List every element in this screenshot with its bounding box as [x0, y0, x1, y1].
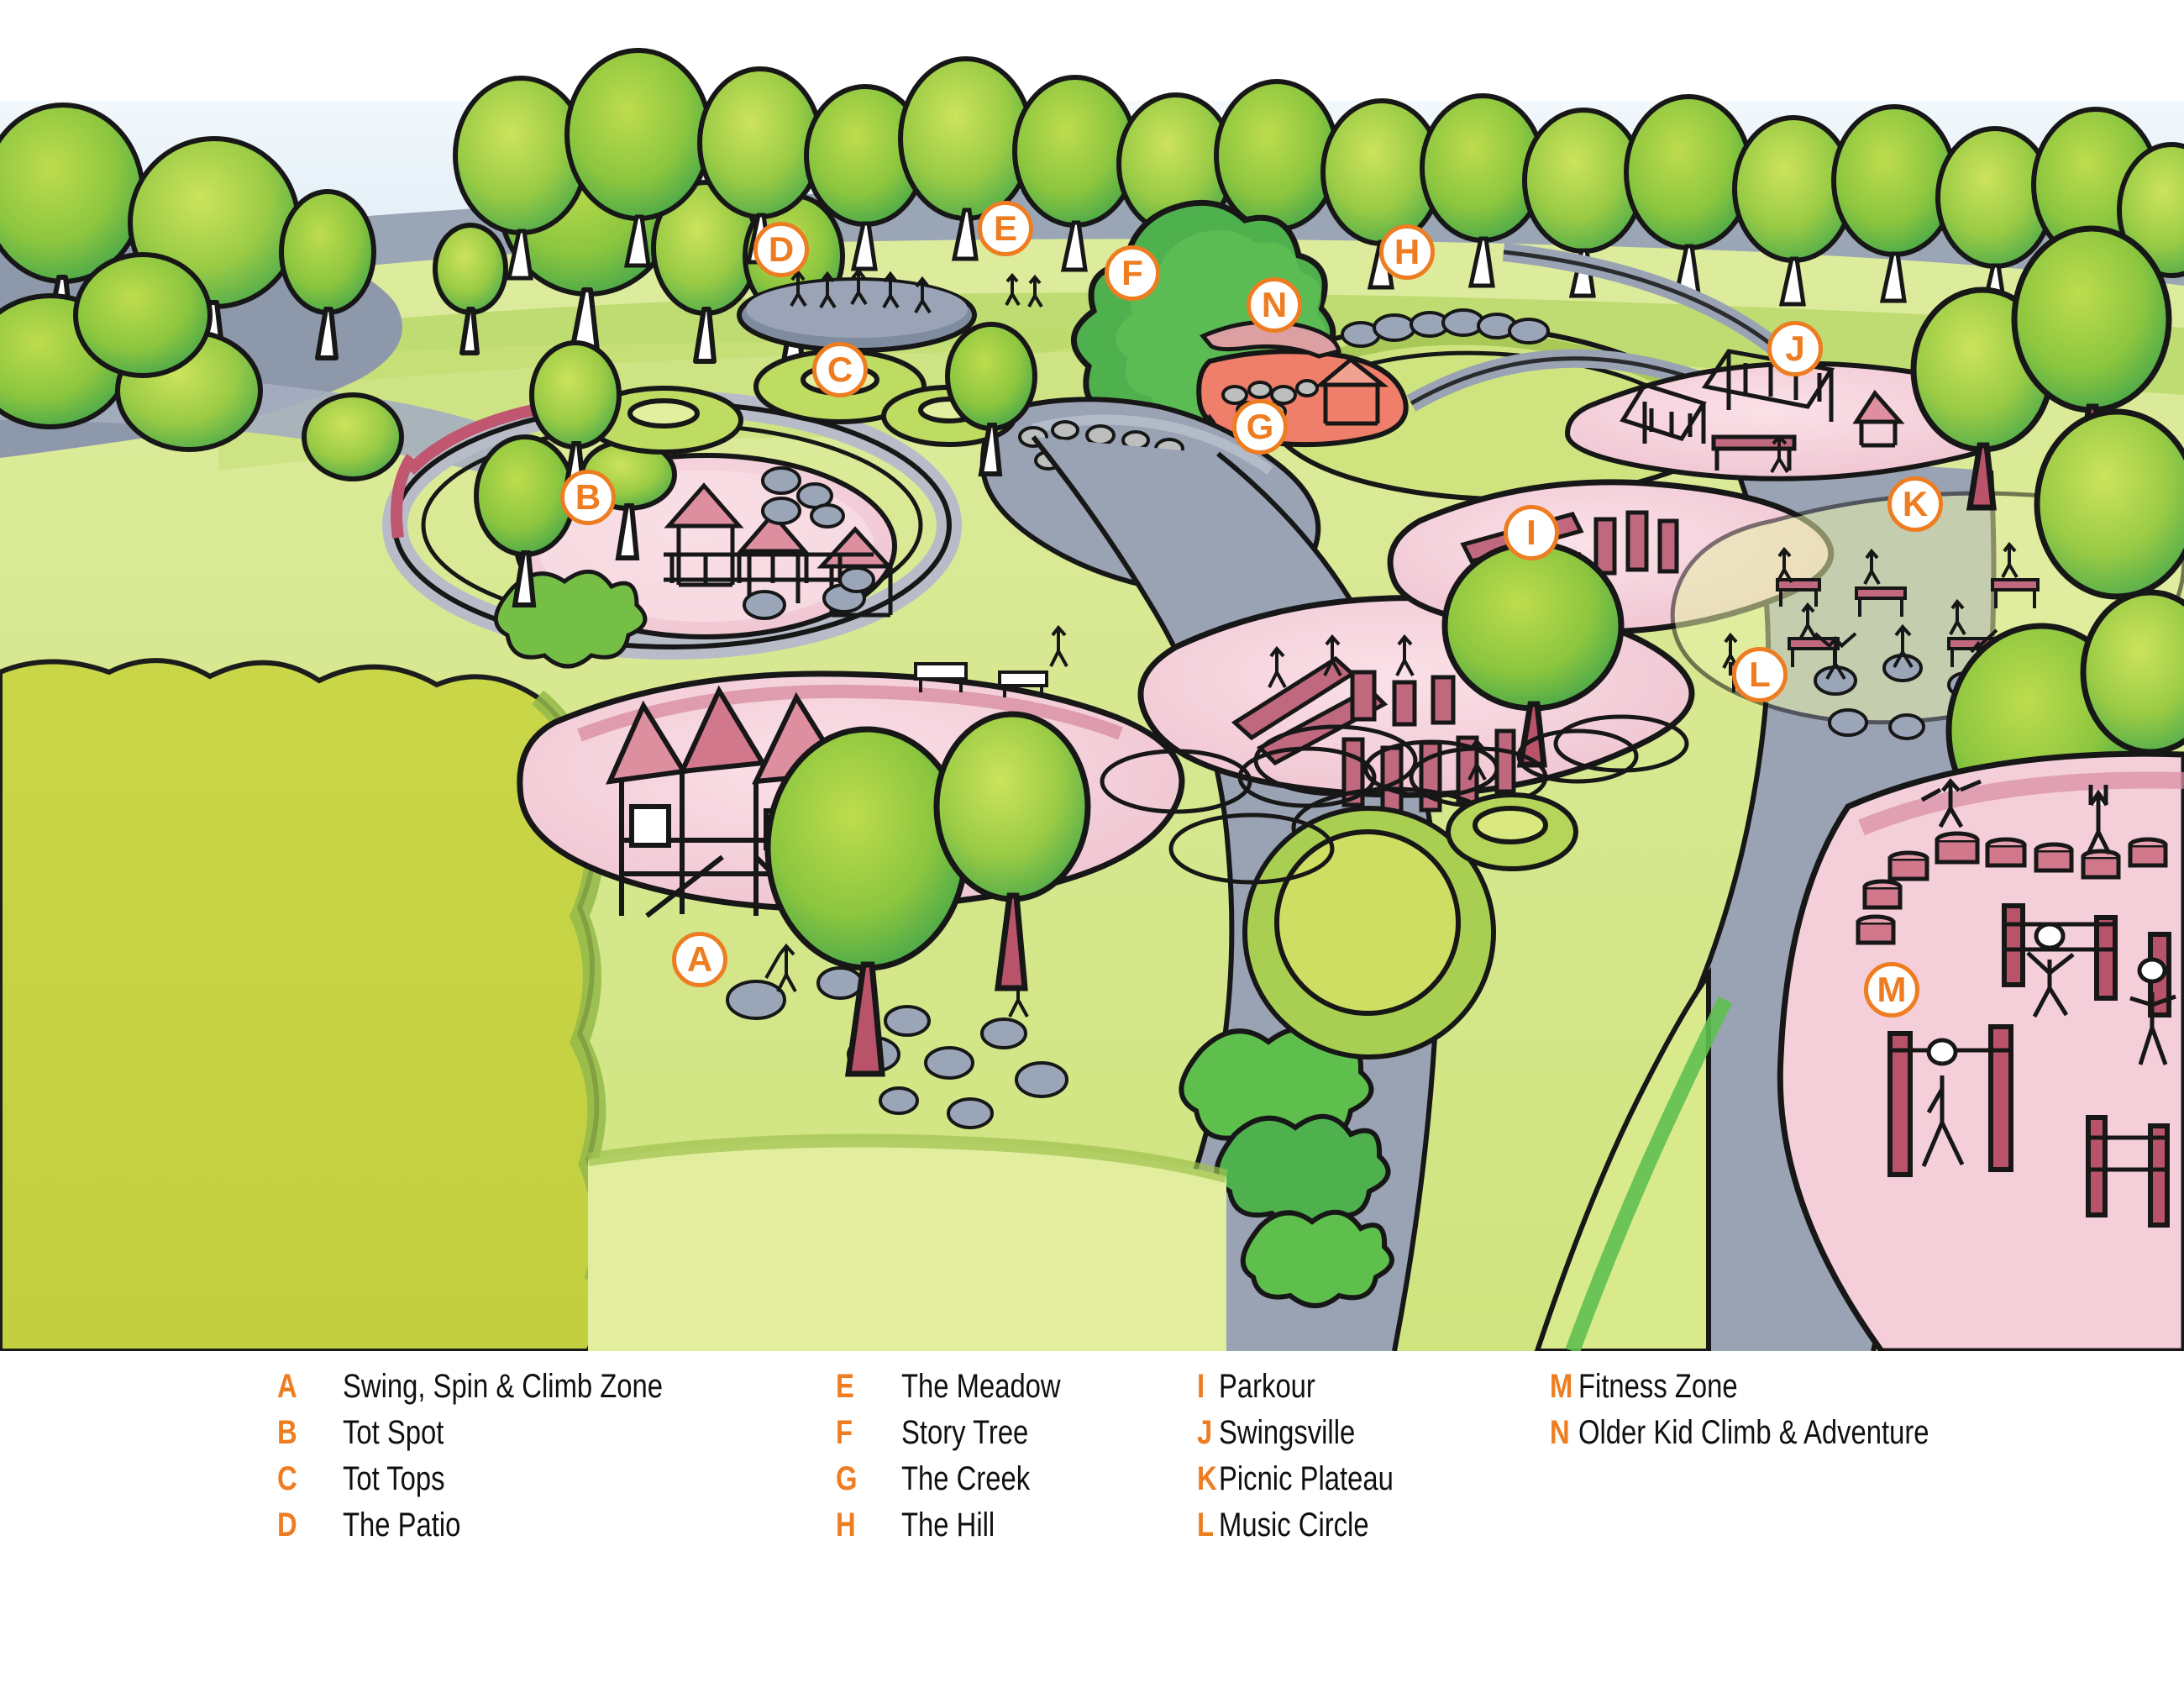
legend-item-D[interactable]: D The Patio [277, 1507, 733, 1553]
legend-item-J[interactable]: J Swingsville [1197, 1414, 1431, 1460]
legend-item-G[interactable]: G The Creek [836, 1460, 1095, 1507]
benches-mid [914, 624, 1068, 697]
grass-circles [1100, 728, 1639, 885]
legend-column-4: M Fitness Zone N Older Kid Climb & Adven… [1550, 1368, 2006, 1460]
right-trees [1910, 225, 2184, 902]
map-marker-A[interactable]: A [672, 932, 727, 987]
map-marker-H[interactable]: H [1379, 224, 1435, 280]
legend-item-N[interactable]: N Older Kid Climb & Adventure [1550, 1414, 2006, 1460]
patio-area [737, 267, 977, 353]
legend-column-3: I Parkour J Swingsville K Picnic Plateau… [1197, 1368, 1431, 1553]
legend-key-D: D [277, 1507, 297, 1543]
legend-item-I[interactable]: I Parkour [1197, 1368, 1431, 1414]
legend-item-H[interactable]: H The Hill [836, 1507, 1095, 1553]
legend-label-J: Swingsville [1219, 1414, 1356, 1451]
map-marker-M-letter: M [1877, 970, 1907, 1009]
map-marker-C[interactable]: C [812, 342, 868, 397]
map-legend: A Swing, Spin & Climb Zone B Tot Spot C … [0, 1351, 2184, 1688]
map-marker-F[interactable]: F [1105, 245, 1160, 301]
map-marker-K-letter: K [1902, 484, 1929, 523]
legend-key-C: C [277, 1460, 297, 1497]
legend-key-I: I [1197, 1368, 1205, 1405]
map-marker-A-letter: A [686, 939, 713, 979]
legend-item-M[interactable]: M Fitness Zone [1550, 1368, 2006, 1414]
legend-item-L[interactable]: L Music Circle [1197, 1507, 1431, 1553]
legend-key-M: M [1550, 1368, 1573, 1405]
map-marker-K[interactable]: K [1887, 476, 1943, 532]
map-marker-I-letter: I [1526, 513, 1536, 552]
legend-key-H: H [836, 1507, 856, 1543]
map-marker-B[interactable]: B [560, 470, 616, 525]
legend-key-E: E [836, 1368, 854, 1405]
legend-label-F: Story Tree [901, 1414, 1029, 1451]
foreground-lawn [588, 1140, 1226, 1351]
legend-item-B[interactable]: B Tot Spot [277, 1414, 733, 1460]
map-marker-C-letter: C [827, 350, 853, 389]
legend-key-A: A [277, 1368, 297, 1405]
legend-label-H: The Hill [901, 1507, 995, 1543]
legend-label-C: Tot Tops [343, 1460, 445, 1497]
map-marker-J-letter: J [1785, 329, 1805, 368]
legend-key-G: G [836, 1460, 858, 1497]
park-illustration: A B C D E F G H I J K L M N [0, 0, 2184, 1351]
map-marker-D[interactable]: D [753, 222, 809, 277]
map-marker-M[interactable]: M [1864, 962, 1919, 1018]
map-marker-B-letter: B [575, 477, 601, 517]
legend-label-I: Parkour [1219, 1368, 1315, 1405]
legend-key-J: J [1197, 1414, 1213, 1451]
legend-label-B: Tot Spot [343, 1414, 444, 1451]
legend-label-G: The Creek [901, 1460, 1031, 1497]
swing-spin-climb-zone [517, 670, 1185, 1129]
legend-item-A[interactable]: A Swing, Spin & Climb Zone [277, 1368, 733, 1414]
map-marker-J[interactable]: J [1767, 321, 1823, 376]
map-marker-D-letter: D [768, 229, 795, 269]
legend-label-M: Fitness Zone [1578, 1368, 1738, 1405]
map-marker-F-letter: F [1121, 253, 1143, 292]
legend-key-L: L [1197, 1507, 1215, 1543]
map-marker-N-letter: N [1261, 285, 1288, 324]
legend-item-C[interactable]: C Tot Tops [277, 1460, 733, 1507]
legend-key-K: K [1197, 1460, 1217, 1497]
map-marker-E-letter: E [993, 208, 1017, 248]
legend-label-D: The Patio [343, 1507, 461, 1543]
legend-item-K[interactable]: K Picnic Plateau [1197, 1460, 1431, 1507]
legend-label-A: Swing, Spin & Climb Zone [343, 1368, 664, 1405]
map-marker-E[interactable]: E [978, 201, 1033, 256]
legend-key-N: N [1550, 1414, 1570, 1451]
round-mound [1242, 792, 1578, 1060]
legend-item-F[interactable]: F Story Tree [836, 1414, 1095, 1460]
map-marker-L-letter: L [1749, 655, 1771, 694]
legend-key-F: F [836, 1414, 853, 1451]
legend-label-E: The Meadow [901, 1368, 1061, 1405]
olive-field [0, 658, 605, 1351]
legend-label-L: Music Circle [1219, 1507, 1369, 1543]
legend-key-B: B [277, 1414, 297, 1451]
map-marker-I[interactable]: I [1504, 505, 1559, 560]
map-marker-G[interactable]: G [1232, 399, 1288, 455]
map-marker-G-letter: G [1246, 407, 1274, 446]
legend-item-E[interactable]: E The Meadow [836, 1368, 1095, 1414]
map-marker-H-letter: H [1394, 232, 1420, 271]
legend-column-2: E The Meadow F Story Tree G The Creek H … [836, 1368, 1095, 1553]
map-marker-L[interactable]: L [1732, 647, 1788, 702]
fitness-zone [1777, 750, 2184, 1351]
meadow [1005, 272, 1043, 308]
park-illustration-svg [0, 0, 2184, 1351]
legend-label-N: Older Kid Climb & Adventure [1578, 1414, 1929, 1451]
legend-column-1: A Swing, Spin & Climb Zone B Tot Spot C … [277, 1368, 733, 1553]
map-marker-N[interactable]: N [1247, 277, 1302, 333]
foreground-bushes [1179, 1026, 1394, 1308]
legend-label-K: Picnic Plateau [1219, 1460, 1394, 1497]
